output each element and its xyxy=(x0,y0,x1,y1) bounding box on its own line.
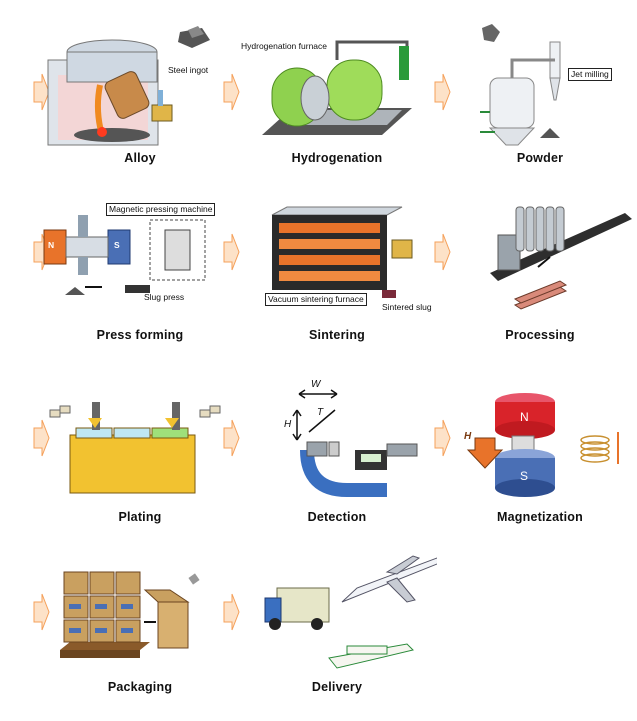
step-label: Magnetization xyxy=(497,510,583,524)
annotation-vacuum-sintering-furnace: Vacuum sintering furnace xyxy=(265,293,367,306)
step-hydrogenation: Hydrogenation furnace Hydrogenation xyxy=(237,20,437,190)
step-detection: W H T Detection xyxy=(237,380,437,550)
micrometer-icon xyxy=(292,389,418,497)
alloy-furnace-icon xyxy=(47,26,210,146)
step-label: Sintering xyxy=(309,328,365,342)
annotation-n-pole: N xyxy=(520,410,529,424)
annotation-s-pole: S xyxy=(114,240,120,250)
annotation-jet-milling: Jet milling xyxy=(568,68,612,81)
flow-arrow-icon xyxy=(222,418,240,458)
annotation-sintered-slug: Sintered slug xyxy=(382,302,432,312)
annotation-steel-ingot: Steel ingot xyxy=(168,65,209,75)
step-label: Plating xyxy=(118,510,162,524)
step-label: Powder xyxy=(516,151,564,165)
pallet-boxes-icon xyxy=(60,571,200,658)
step-packaging: Packaging xyxy=(40,550,240,720)
annotation-magnetic-pressing-machine: Magnetic pressing machine xyxy=(106,203,216,216)
step-processing: Processing xyxy=(440,195,637,365)
flow-arrow-icon xyxy=(222,72,240,112)
flow-arrow-icon xyxy=(222,232,240,272)
step-label: Delivery xyxy=(311,680,363,694)
cutting-machine-icon xyxy=(490,206,632,310)
annotation-n-pole: N xyxy=(48,240,55,250)
flow-arrow-icon xyxy=(433,232,451,272)
flow-arrow-icon xyxy=(433,72,451,112)
jet-mill-icon xyxy=(480,24,561,146)
step-label: Hydrogenation xyxy=(291,151,383,165)
step-press-forming: N S Magnetic pressing machine Slug press… xyxy=(40,195,240,365)
step-label: Detection xyxy=(307,510,367,524)
magnetic-press-icon xyxy=(43,215,206,295)
magnetizer-icon xyxy=(466,393,619,497)
annotation-w: W xyxy=(311,379,321,390)
flow-arrow-icon xyxy=(222,592,240,632)
plating-tank-icon xyxy=(49,402,221,494)
truck-plane-ship-icon xyxy=(264,555,437,669)
annotation-t: T xyxy=(317,407,324,418)
step-label: Packaging xyxy=(107,680,173,694)
annotation-hydrogenation-furnace: Hydrogenation furnace xyxy=(241,41,328,51)
step-label: Alloy xyxy=(124,151,156,165)
annotation-s-pole: S xyxy=(520,469,529,483)
sintering-furnace-icon xyxy=(271,206,413,298)
step-plating: Plating xyxy=(40,380,240,550)
flow-arrow-icon xyxy=(433,418,451,458)
hydrogenation-furnace-icon xyxy=(262,40,412,135)
step-label: Press forming xyxy=(96,328,184,342)
annotation-h: H xyxy=(284,419,292,430)
flow-arrow-icon xyxy=(32,592,50,632)
flow-arrow-icon xyxy=(32,72,50,112)
step-sintering: Vacuum sintering furnace Sintered slug S… xyxy=(237,195,437,365)
annotation-h-field: H xyxy=(464,431,472,442)
step-label: Processing xyxy=(505,328,575,342)
flow-arrow-icon xyxy=(32,418,50,458)
step-delivery: Delivery xyxy=(237,550,437,720)
step-magnetization: N S H Magnetization xyxy=(440,380,637,550)
step-alloy: Steel ingot Alloy xyxy=(40,20,240,190)
annotation-slug-press: Slug press xyxy=(144,292,185,302)
step-powder: Jet milling Powder xyxy=(440,20,637,190)
